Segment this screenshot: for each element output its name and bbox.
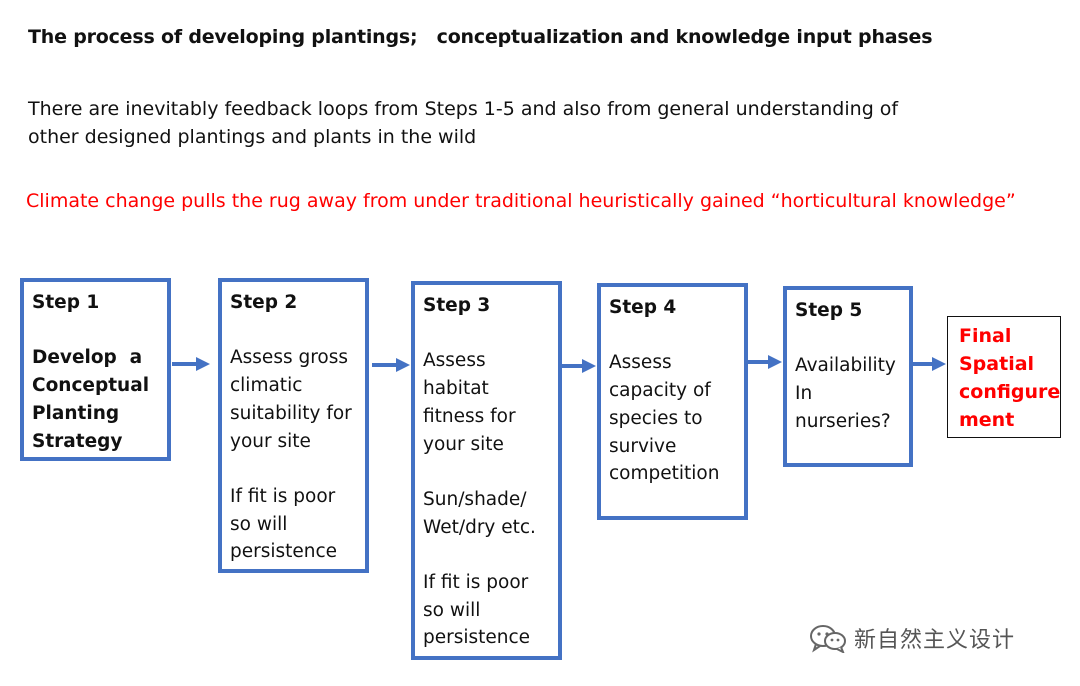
final-box: Final Spatial configure ment (947, 316, 1061, 438)
final-text-line: Spatial (959, 353, 1035, 375)
final-text-line: Final (959, 325, 1012, 347)
step-3-text-line: Sun/shade/ (423, 488, 527, 510)
step-2-text-line: Assess gross (230, 347, 349, 369)
step-3-text-line: fitness for (423, 405, 516, 427)
intro-text: There are inevitably feedback loops from… (28, 98, 899, 148)
step-1-text-line: Planting (32, 402, 120, 424)
arrow-step4-to-step5 (748, 355, 782, 369)
step-4-text-line: survive (609, 435, 677, 457)
step-2-box: Step 2 Assess gross climatic suitability… (218, 278, 369, 573)
step-4-text-line: species to (609, 407, 703, 429)
step-1-text-line: Develop a (32, 347, 143, 369)
step-5-text-line: Availability (795, 355, 896, 377)
step-3-text-line: your site (423, 433, 504, 455)
step-4-text-line: capacity of (609, 380, 711, 402)
arrow-step2-to-step3 (372, 358, 410, 372)
step-2-text-line: your site (230, 430, 311, 452)
step-4-label: Step 4 (609, 297, 677, 318)
step-2-text-line: If fit is poor (230, 485, 336, 507)
arrow-step1-to-step2 (172, 357, 210, 371)
step-2-text-line: so will (230, 513, 288, 535)
step-2-text-line: persistence (230, 541, 338, 563)
arrow-step3-to-step4 (562, 359, 596, 373)
step-4-text-line: competition (609, 463, 720, 485)
step-1-label: Step 1 (32, 292, 100, 313)
step-3-text-line: habitat (423, 378, 489, 400)
step-1-text-line: Conceptual (32, 375, 150, 397)
wechat-icon (808, 623, 848, 653)
step-3-text-line: persistence (423, 627, 531, 649)
climate-note: Climate change pulls the rug away from u… (26, 190, 1016, 212)
page-title: The process of developing plantings; con… (28, 26, 933, 48)
step-2-label: Step 2 (230, 292, 298, 313)
step-1-text-line: Strategy (32, 430, 123, 452)
step-3-text-line: Wet/dry etc. (423, 516, 536, 538)
step-3-text-line: If fit is poor (423, 571, 529, 593)
step-2-text-line: climatic (230, 375, 303, 397)
step-2-text-line: suitability for (230, 402, 352, 424)
step-4-box: Step 4 Assess capacity of species to sur… (597, 283, 748, 520)
step-4-text-line: Assess (609, 352, 672, 374)
step-3-text-line: so will (423, 599, 481, 621)
step-5-text-line: nurseries? (795, 410, 891, 432)
step-5-box: Step 5 Availability In nurseries? (783, 286, 913, 467)
final-text-line: ment (959, 409, 1015, 431)
step-3-text-line: Assess (423, 350, 486, 372)
step-3-box: Step 3 Assess habitat fitness for your s… (411, 281, 562, 660)
arrow-step5-to-final (912, 357, 946, 371)
final-text-line: configure (959, 381, 1061, 403)
step-5-text-line: In (795, 383, 813, 405)
watermark-text: 新自然主义设计 (854, 628, 1016, 653)
watermark: 新自然主义设计 (808, 620, 1015, 656)
step-5-label: Step 5 (795, 300, 863, 321)
step-3-label: Step 3 (423, 295, 491, 316)
step-1-box: Step 1 Develop a Conceptual Planting Str… (20, 278, 171, 461)
